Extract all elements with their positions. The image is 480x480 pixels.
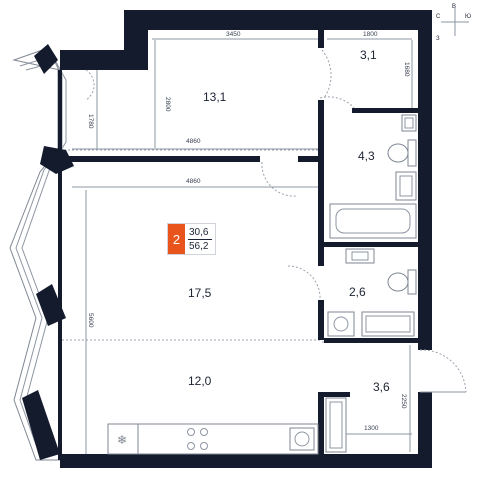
wall-loggia-left-inner [58, 70, 62, 460]
partition-bedroom-living-right [298, 156, 324, 162]
wall-right [418, 10, 432, 350]
living-area-value: 30,6 [189, 226, 209, 238]
hall-wardrobe [325, 397, 347, 453]
total-area-value: 56,2 [189, 240, 209, 252]
wall-loggia-top-pier [34, 44, 58, 74]
partition-hall-lower [324, 392, 350, 397]
dim-wc-width: 1800 [363, 31, 378, 38]
kitchen-sink [289, 427, 315, 451]
dimension-labels: 3450 1800 2800 1680 1780 4860 4860 5600 … [87, 31, 410, 432]
area-separator [188, 238, 212, 240]
room-area-wc: 2,6 [349, 285, 366, 299]
door-wc-small [321, 49, 332, 99]
compass: С В Ю З [436, 4, 471, 42]
wall-bottom [60, 454, 432, 468]
wall-loggia-step [60, 50, 146, 70]
wc-sink [345, 248, 375, 264]
wc-sink-bowl [351, 251, 369, 261]
partition-bedroom-wc [318, 30, 324, 48]
wall-loggia-mid-pier [40, 146, 74, 174]
door-bathroom [319, 96, 355, 109]
partition-bedroom-wc-lower [318, 100, 324, 156]
washing-machine-drum [333, 316, 349, 332]
doors [85, 49, 467, 393]
dim-loggia-depth: 1780 [87, 114, 94, 129]
room-area-wc-small: 3,1 [360, 48, 377, 62]
wc-small-sink-bowl [404, 117, 414, 129]
room-labels: 13,1 3,1 4,3 17,5 2,6 12,0 3,6 [188, 48, 390, 394]
stove-icon [187, 428, 208, 450]
room-area-kitchen: 12,0 [188, 374, 212, 388]
partition-bedroom-living [62, 156, 260, 162]
partition-wc-bath [352, 108, 420, 113]
partition-bath-column [318, 156, 324, 266]
compass-west: З [436, 36, 440, 42]
dim-span-mid: 4860 [186, 178, 201, 185]
room-area-bathroom: 4,3 [358, 149, 375, 163]
bathtub-inner [335, 208, 411, 234]
dim-hall-width: 1300 [364, 425, 379, 432]
partition-wc-hall [324, 338, 420, 343]
door-loggia [85, 69, 95, 101]
wc-toilet-bowl [387, 272, 409, 292]
interior-partitions [62, 30, 420, 460]
room-area-living-room: 17,5 [188, 286, 212, 300]
area-values: 30,6 56,2 [185, 224, 215, 254]
wc-toilet-tank [407, 269, 417, 295]
bathroom-washbasin [395, 171, 417, 201]
room-area-bedroom: 13,1 [203, 90, 227, 104]
hall-wardrobe-inner [329, 401, 343, 449]
wc-small-sink [401, 114, 417, 132]
kitchen-counter [107, 423, 319, 455]
compass-north: С [436, 14, 441, 20]
wall-right-lower [418, 392, 432, 468]
snowflake-icon: ❄ [117, 433, 127, 447]
apartment-badge: 2 30,6 56,2 [167, 223, 216, 255]
compass-south: Ю [465, 14, 471, 20]
dim-bedroom-depth: 2800 [164, 97, 171, 112]
exterior-walls [22, 10, 432, 468]
bathroom-washbasin-bowl [399, 175, 413, 197]
wall-top [124, 10, 424, 30]
dim-span-top: 4860 [186, 138, 201, 145]
bathtub [329, 203, 417, 239]
dim-wc-depth: 1680 [403, 62, 410, 77]
door-bedroom [261, 161, 297, 197]
bathroom-toilet-bowl [387, 143, 409, 163]
room-area-hall: 3,6 [373, 380, 390, 394]
wall-loggia-bottom-pier [22, 390, 60, 460]
compass-east: В [452, 4, 456, 10]
fixtures: ❄ [107, 114, 417, 455]
room-count-badge: 2 [168, 224, 185, 254]
storage-cabinet-inner [365, 315, 411, 333]
partition-wc-column [318, 300, 324, 340]
dimension-lines [72, 38, 413, 455]
partition-hall-column [318, 392, 324, 460]
kitchen-fridge [107, 423, 139, 455]
bathroom-toilet-tank [407, 139, 417, 167]
door-entrance [419, 349, 467, 393]
washing-machine [327, 311, 355, 337]
dim-hall-depth: 2250 [400, 394, 407, 409]
door-wc [287, 265, 321, 301]
dim-bedroom-width: 3450 [226, 31, 241, 38]
partition-bath-wc [324, 242, 420, 247]
kitchen-sink-drain [294, 431, 310, 447]
dim-living-depth: 5600 [87, 313, 94, 328]
